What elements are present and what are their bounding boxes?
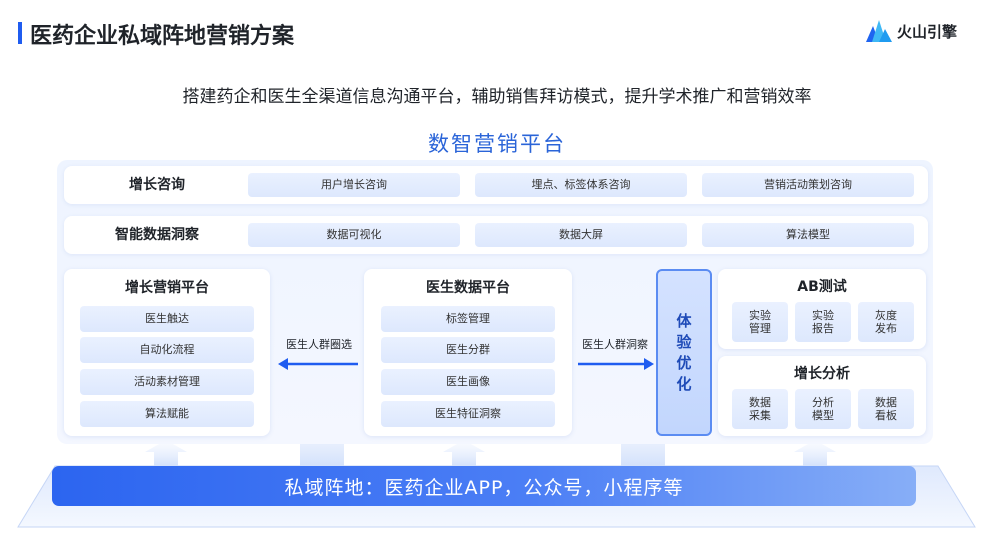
pill-data-visualization: 数据可视化	[248, 223, 460, 247]
tile-analysis-model: 分析模型	[795, 389, 851, 429]
item-doctor-profile: 医生画像	[381, 369, 555, 395]
experience-label: 体验优化	[676, 311, 692, 393]
pill-tracking-tag-consulting: 埋点、标签体系咨询	[475, 173, 687, 197]
ab-test-card: AB测试 实验管理 实验报告 灰度发布	[718, 269, 926, 349]
arrow-left-label: 医生人群圈选	[286, 338, 352, 351]
row-growth-consulting: 增长咨询 用户增长咨询 埋点、标签体系咨询 营销活动策划咨询	[64, 166, 928, 204]
row-data-insight: 智能数据洞察 数据可视化 数据大屏 算法模型	[64, 216, 928, 254]
card-title: 增长营销平台	[125, 280, 209, 296]
doctor-data-card: 医生数据平台 标签管理 医生分群 医生画像 医生特征洞察	[364, 269, 572, 436]
item-doctor-reach: 医生触达	[80, 306, 254, 332]
platform-title: 数智营销平台	[428, 132, 566, 156]
card-title: AB测试	[797, 279, 847, 295]
arrow-right-label: 医生人群洞察	[582, 338, 648, 351]
title-accent-bar	[18, 22, 22, 44]
tile-data-collection: 数据采集	[732, 389, 788, 429]
logo-text: 火山引擎	[897, 22, 958, 41]
pill-algorithm-model: 算法模型	[702, 223, 914, 247]
up-arrow-small-3	[794, 440, 836, 466]
item-tag-management: 标签管理	[381, 306, 555, 332]
row-label: 智能数据洞察	[115, 227, 199, 243]
pill-user-growth-consulting: 用户增长咨询	[248, 173, 460, 197]
tile-data-dashboard: 数据看板	[858, 389, 914, 429]
experience-optimization-box: 体验优化	[656, 269, 712, 436]
item-algorithm-empowerment: 算法赋能	[80, 401, 254, 427]
page-title: 医药企业私域阵地营销方案	[30, 24, 295, 49]
row-label: 增长咨询	[129, 177, 185, 193]
item-doctor-segmentation: 医生分群	[381, 337, 555, 363]
item-doctor-feature-insight: 医生特征洞察	[381, 401, 555, 427]
item-campaign-asset-management: 活动素材管理	[80, 369, 254, 395]
item-automation-flow: 自动化流程	[80, 337, 254, 363]
growth-analysis-card: 增长分析 数据采集 分析模型 数据看板	[718, 356, 926, 436]
base-label: 私域阵地：医药企业APP，公众号，小程序等	[284, 476, 684, 499]
growth-marketing-card: 增长营销平台 医生触达 自动化流程 活动素材管理 算法赋能	[64, 269, 270, 436]
private-domain-base-bar: 私域阵地：医药企业APP，公众号，小程序等	[52, 466, 916, 506]
tile-gray-release: 灰度发布	[858, 302, 914, 342]
arrow-right-icon	[578, 358, 654, 370]
tile-experiment-management: 实验管理	[732, 302, 788, 342]
card-title: 医生数据平台	[426, 280, 510, 296]
card-title: 增长分析	[794, 366, 850, 382]
pill-campaign-planning-consulting: 营销活动策划咨询	[702, 173, 914, 197]
arrow-left-icon	[278, 358, 358, 370]
tile-experiment-report: 实验报告	[795, 302, 851, 342]
up-arrow-small-2	[443, 440, 485, 466]
up-arrow-small-1	[145, 440, 187, 466]
pill-data-dashboard-screen: 数据大屏	[475, 223, 687, 247]
volcengine-logo: 火山引擎	[866, 18, 957, 44]
volcano-logo-icon	[866, 20, 892, 42]
subtitle: 搭建药企和医生全渠道信息沟通平台，辅助销售拜访模式，提升学术推广和营销效率	[182, 87, 812, 107]
